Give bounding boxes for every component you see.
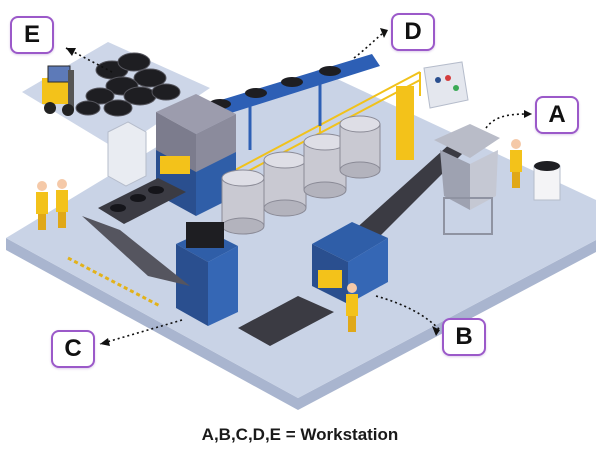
- worker-a: [510, 139, 522, 188]
- worker-left-2: [56, 179, 68, 228]
- tire-pile: [75, 52, 181, 117]
- arrow-to-c: [99, 319, 183, 345]
- worker-b: [346, 283, 358, 332]
- extruder: [312, 222, 388, 304]
- storage-tanks: [221, 115, 381, 235]
- legend-caption: A,B,C,D,E = Workstation: [201, 425, 399, 444]
- control-cabinet: [107, 121, 147, 187]
- pellet-press: [176, 222, 238, 326]
- control-panel: [423, 61, 469, 109]
- water-tank: [533, 161, 561, 201]
- incline-conveyor: [352, 142, 466, 246]
- hopper-machine: [396, 86, 500, 235]
- grinder-conveyor: [82, 216, 190, 286]
- output-conveyor: [238, 296, 334, 346]
- arrow-to-e: [65, 47, 113, 73]
- workstation-c-label: C: [51, 330, 95, 368]
- floor-hazard-stripe: [67, 256, 161, 308]
- worker-left-1: [36, 181, 48, 230]
- workstation-d-label: D: [391, 13, 435, 51]
- workstation-b-label: B: [442, 318, 486, 356]
- workstation-e-label: E: [10, 16, 54, 54]
- forklift: [42, 65, 74, 116]
- arrowheads: [66, 28, 532, 346]
- workstation-a-label: A: [535, 96, 579, 134]
- left-conveyor: [98, 178, 186, 224]
